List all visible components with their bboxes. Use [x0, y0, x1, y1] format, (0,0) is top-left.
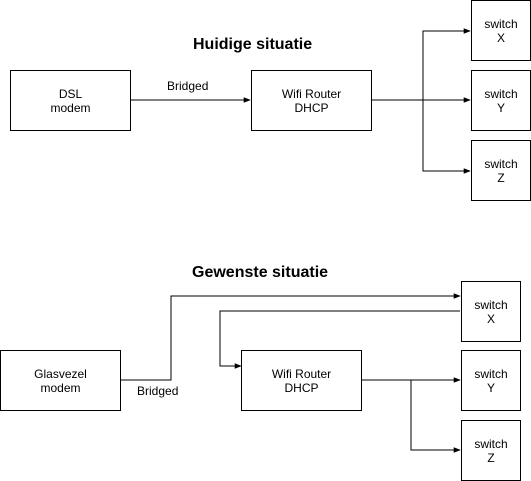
glasvezel-modem-box: Glasvezel modem [0, 350, 121, 411]
glasvezel-modem-label-line2: modem [40, 380, 81, 395]
desired-switch-z-label-line1: switch [474, 436, 508, 451]
desired-bridged-label: Bridged [137, 384, 179, 398]
edge-router-to-switch-z-desired [410, 380, 461, 453]
dsl-modem-label-line1: DSL [58, 86, 83, 101]
edge-switch-x-to-router [219, 310, 460, 369]
desired-switch-z-label-line2: Z [487, 450, 495, 465]
current-router-label-line1: Wifi Router [281, 86, 342, 101]
current-situation-title: Huidige situatie [193, 36, 313, 53]
current-switch-z-box: switch Z [471, 140, 531, 201]
dsl-modem-label-line2: modem [50, 100, 91, 115]
desired-router-label-line2: DHCP [284, 380, 319, 395]
current-switch-z-label-line1: switch [484, 156, 518, 171]
desired-switch-y-label-line1: switch [474, 366, 508, 381]
glasvezel-modem-label-line1: Glasvezel [34, 366, 87, 381]
current-switch-y-box: switch Y [471, 70, 531, 131]
current-bridged-label: Bridged [167, 79, 209, 93]
current-switch-y-label-line1: switch [484, 86, 518, 101]
current-switch-z-label-line2: Z [497, 170, 505, 185]
desired-router-label-line1: Wifi Router [271, 366, 332, 381]
desired-switch-y-box: switch Y [461, 350, 521, 411]
current-switch-x-label-line1: switch [484, 16, 518, 31]
edge-router-to-switch-x [422, 28, 471, 100]
current-switch-y-label-line2: Y [496, 100, 505, 115]
edge-router-to-switch-z [422, 100, 471, 174]
desired-router-box: Wifi Router DHCP [241, 350, 362, 411]
desired-switch-y-label-line2: Y [486, 380, 495, 395]
desired-switch-x-label-line2: X [486, 311, 495, 326]
current-router-box: Wifi Router DHCP [251, 70, 372, 131]
current-switch-x-label-line2: X [496, 30, 505, 45]
desired-switch-z-box: switch Z [461, 420, 521, 481]
edge-glasvezel-to-switch-x [120, 293, 461, 381]
dsl-modem-box: DSL modem [10, 70, 131, 131]
current-switch-x-box: switch X [471, 0, 531, 61]
desired-situation-title: Gewenste situatie [192, 264, 329, 281]
desired-switch-x-label-line1: switch [474, 297, 508, 312]
current-router-label-line2: DHCP [294, 100, 329, 115]
desired-switch-x-box: switch X [461, 281, 521, 342]
